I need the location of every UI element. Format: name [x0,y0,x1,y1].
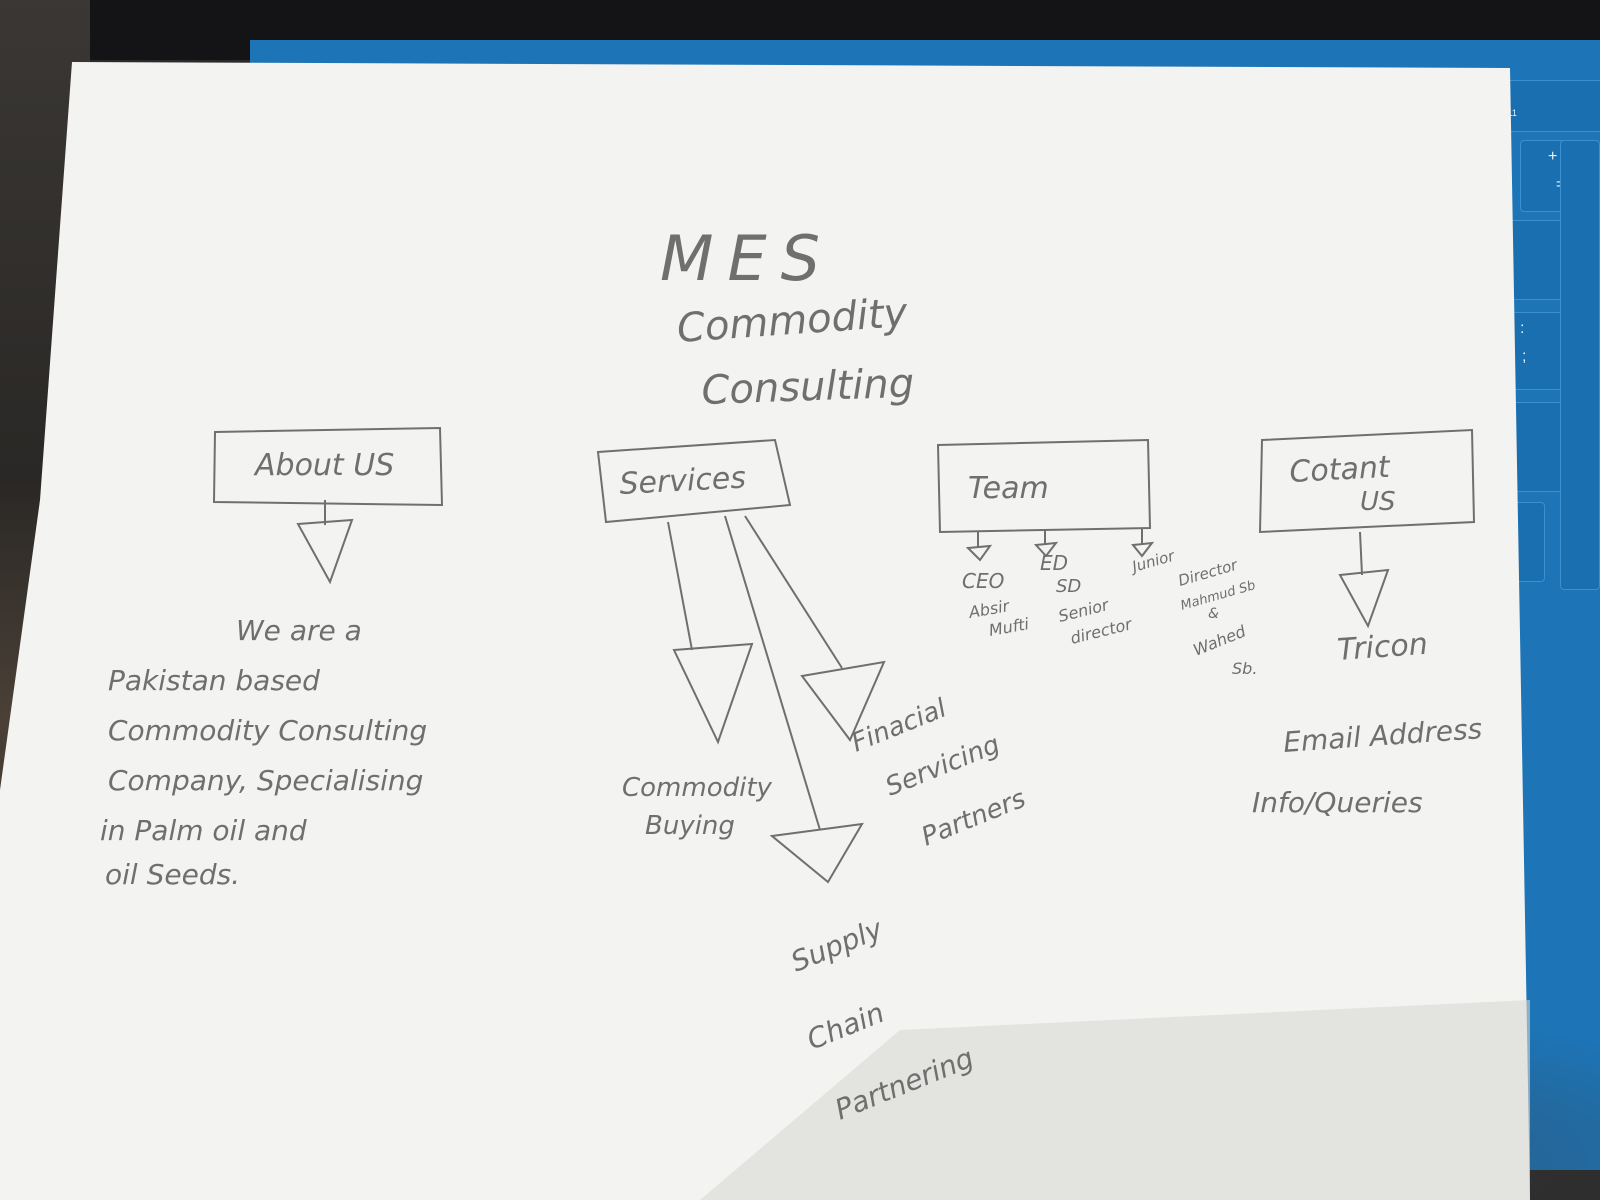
services-box [596,438,792,524]
commodity-buying-line2: Buying [645,811,735,841]
commodity-buying-line1: Commodity [622,773,773,803]
about-arrow-icon [296,518,354,585]
team-junior-name2-sb: Sb. [1232,659,1257,678]
contact-box [1258,428,1476,534]
contact-box-label-line2: US [1360,487,1396,517]
paper-sheet [0,62,1530,1200]
about-text-line2: Pakistan based [108,664,320,697]
key-colon-label: : [1520,320,1525,337]
key-semicolon-label: ; [1522,348,1527,365]
services-connector-left [667,521,693,651]
about-text-line6: oil Seeds. [105,858,240,891]
about-text-line3: Commodity Consulting [108,714,427,747]
team-ed-title: ED [1040,551,1068,575]
commodity-arrow-icon [672,642,754,745]
team-box-label: Team [968,471,1049,506]
about-text-line5: in Palm oil and [100,814,307,847]
ed-arrow-icon [1033,541,1059,558]
contact-info: Info/Queries [1252,786,1423,819]
financial-arrow-icon [800,660,886,742]
junior-arrow-icon [1131,541,1155,558]
key-edge [1560,140,1600,590]
services-connector-mid [724,515,821,831]
supply-arrow-icon [769,822,864,884]
about-box-label: About US [253,448,394,483]
contact-arrow-icon [1338,568,1390,629]
contact-connector [1359,531,1363,576]
team-junior-amp: & [1208,606,1219,622]
team-box [936,438,1152,534]
about-text-line1: We are a [236,614,362,647]
about-box [212,426,444,507]
team-ceo-title: CEO [962,569,1004,593]
ceo-arrow-icon [965,544,993,562]
key-plus-label: + [1548,148,1558,165]
contact-tricon: Tricon [1336,627,1429,668]
paper-shade [700,1000,1530,1200]
contact-box-label-line1: Cotant [1289,450,1392,490]
about-text-line4: Company, Specialising [108,764,423,797]
subtitle-line2: Consulting [701,361,915,414]
title: MES [660,222,834,295]
services-box-label: Services [619,460,747,502]
team-ed-sub: SD [1056,576,1081,597]
services-connector-right [744,515,843,669]
